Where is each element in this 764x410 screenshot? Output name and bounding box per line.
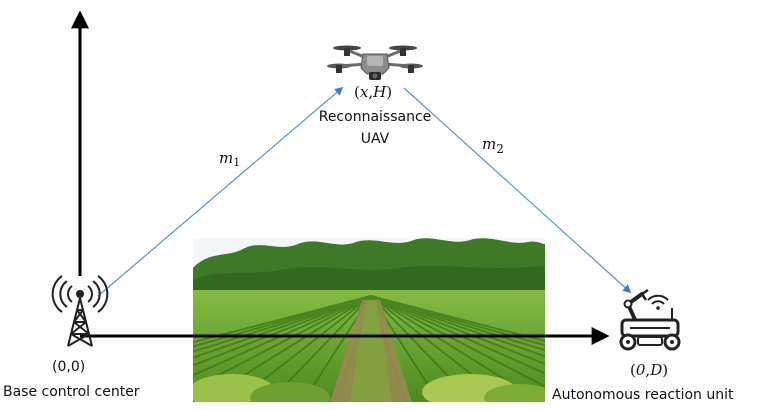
crop-row <box>193 295 372 359</box>
crop-row <box>193 295 372 353</box>
radio-tower-icon <box>51 275 109 347</box>
crop-row <box>193 295 372 344</box>
link-m1-line <box>97 86 344 297</box>
uav-name-line2: UAV <box>361 131 390 147</box>
link-m2-label: m2 <box>482 135 504 156</box>
base-name-label: Base control center <box>3 384 140 400</box>
crop-row <box>370 295 545 388</box>
crop-row <box>370 295 545 352</box>
link-m1-label: m1 <box>219 149 240 169</box>
crop-row <box>370 295 545 347</box>
crop-row <box>193 295 372 377</box>
vineyard-field-image <box>193 238 545 402</box>
uav-coordinate-label: (x,H) <box>354 83 392 101</box>
reaction-coordinate-label: (0,D) <box>630 361 668 379</box>
robot-rover-icon <box>619 288 681 351</box>
crop-row <box>370 295 545 375</box>
quadcopter-drone-icon <box>327 45 423 80</box>
uav-name-line1: Reconnaissance <box>319 109 432 125</box>
crop-row <box>193 295 372 348</box>
base-coordinate-label: (0,0) <box>52 359 85 375</box>
crop-row <box>370 295 545 343</box>
crop-row <box>370 295 545 365</box>
link-m2-line <box>403 87 632 294</box>
crop-row <box>193 295 372 367</box>
reaction-name-label: Autonomous reaction unit <box>552 387 734 403</box>
crop-row <box>370 295 545 358</box>
